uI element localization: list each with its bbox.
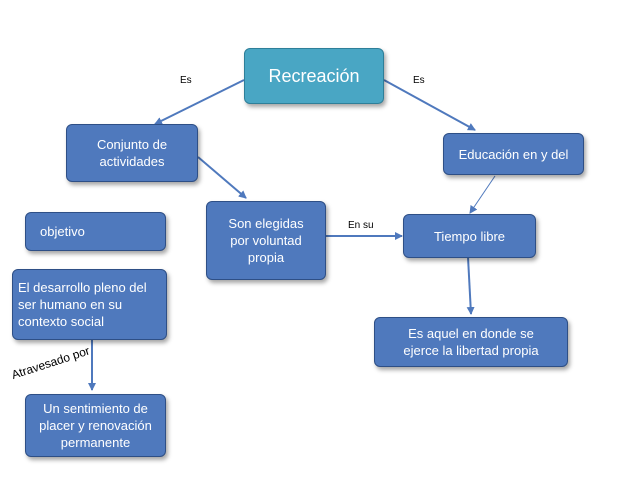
node-conjunto-de-actividades[interactable]: Conjunto de actividades	[66, 124, 198, 182]
node-recreacion[interactable]: Recreación	[244, 48, 384, 104]
node-tiempo-libre[interactable]: Tiempo libre	[403, 214, 536, 258]
edge-label-es-right: Es	[413, 75, 425, 86]
node-desarrollo-pleno[interactable]: El desarrollo pleno del ser humano en su…	[12, 269, 167, 340]
node-sentimiento[interactable]: Un sentimiento de placer y renovación pe…	[25, 394, 166, 457]
node-aquel-libertad[interactable]: Es aquel en donde se ejerce la libertad …	[374, 317, 568, 367]
arrow-recreacion-conjunto	[154, 79, 245, 125]
arrow-conjunto-elegidas	[197, 156, 247, 199]
edge-label-es-left: Es	[180, 75, 192, 86]
arrow-recreacion-educacion	[383, 79, 476, 131]
node-son-elegidas[interactable]: Son elegidas por voluntad propia	[206, 201, 326, 280]
arrow-educacion-tiempo	[469, 175, 496, 214]
node-educacion[interactable]: Educación en y del	[443, 133, 584, 175]
node-objetivo[interactable]: objetivo	[25, 212, 166, 251]
edge-label-en-su: En su	[348, 220, 374, 231]
arrow-tiempo-aquel	[466, 256, 475, 315]
